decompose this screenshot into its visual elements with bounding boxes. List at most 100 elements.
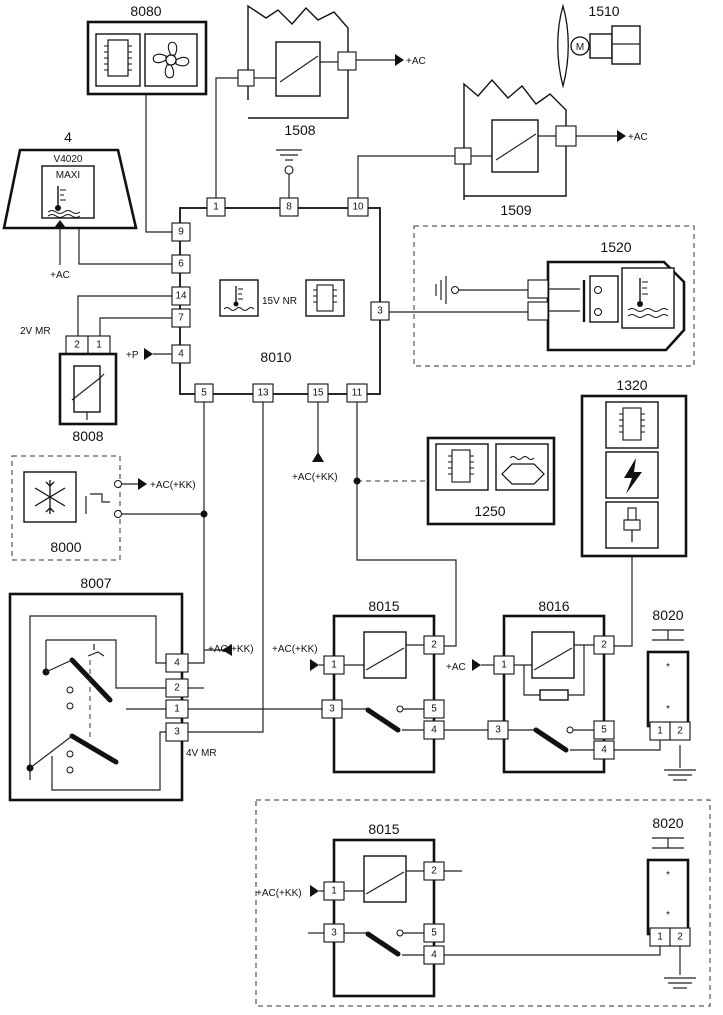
svg-text:2: 2: [74, 340, 80, 351]
ic-chip-icon: [104, 39, 132, 77]
svg-text:9: 9: [178, 227, 184, 238]
label-8015-lower: 8015: [368, 821, 399, 837]
svg-text:10: 10: [352, 202, 364, 213]
svg-text:2: 2: [677, 932, 683, 943]
label-1509-ac: +AC: [628, 132, 648, 143]
label-4: 4: [64, 129, 72, 145]
svg-text:6: 6: [178, 259, 184, 270]
svg-text:5: 5: [201, 388, 207, 399]
svg-text:3: 3: [174, 727, 180, 738]
svg-text:1: 1: [331, 886, 337, 897]
component-1250: 1250: [426, 436, 556, 526]
heater-icon: [501, 456, 545, 485]
label-8020: 8020: [652, 607, 683, 623]
spark-plug-icon: [623, 507, 641, 542]
svg-text:3: 3: [329, 704, 335, 715]
label-8016: 8016: [538, 598, 569, 614]
svg-text:2: 2: [601, 640, 607, 651]
svg-text:1: 1: [501, 660, 507, 671]
label-maxi: MAXI: [56, 170, 80, 181]
svg-text:4: 4: [178, 349, 184, 360]
component-8010: 15V NR 8010 1 8 10 9 6 14 7 4 3 5 13 15 …: [126, 197, 390, 485]
label-8000: 8000: [50, 539, 81, 555]
label-1509: 1509: [500, 202, 531, 218]
label-1508: 1508: [284, 122, 315, 138]
svg-text:2: 2: [174, 683, 180, 694]
component-1320: 1320: [580, 377, 688, 558]
wires: [59, 59, 681, 975]
svg-text:2: 2: [431, 866, 437, 877]
svg-text:3: 3: [377, 306, 383, 317]
component-1520: 1520: [413, 225, 695, 367]
ic-chip-icon: [448, 449, 474, 483]
svg-text:8: 8: [286, 202, 292, 213]
svg-text:5: 5: [431, 704, 437, 715]
svg-text:4: 4: [174, 658, 180, 669]
label-1320: 1320: [616, 377, 647, 393]
label-8008: 8008: [72, 428, 103, 444]
label-8080: 8080: [130, 3, 161, 19]
svg-text:3: 3: [495, 725, 501, 736]
svg-text:14: 14: [175, 291, 187, 302]
svg-text:*: *: [666, 870, 670, 881]
svg-text:2: 2: [431, 640, 437, 651]
svg-text:15: 15: [312, 388, 324, 399]
svg-text:1: 1: [331, 660, 337, 671]
motor-icon: M: [557, 3, 641, 89]
label-1250: 1250: [474, 503, 505, 519]
label-ecu-mode: 15V NR: [262, 296, 297, 307]
label-ecu15-ackk: +AC(+KK): [292, 472, 338, 483]
component-8007: 8007 4 2 1 3 4V MR +AC(+KK): [8, 575, 254, 802]
label-8015: 8015: [368, 598, 399, 614]
label-1510: 1510: [588, 3, 619, 19]
label-8015-ackk: +AC(+KK): [272, 644, 318, 655]
svg-text:*: *: [666, 662, 670, 673]
svg-text:1: 1: [174, 704, 180, 715]
svg-text:4: 4: [431, 725, 437, 736]
label-8010: 8010: [260, 349, 291, 365]
component-4: 4 V4020 MAXI +AC: [2, 129, 138, 281]
svg-text:3: 3: [331, 928, 337, 939]
temperature-sensor-icon: [47, 186, 81, 218]
component-1508: 1508 +AC: [237, 4, 426, 138]
label-8007: 8007: [80, 575, 111, 591]
svg-text:4: 4: [601, 745, 607, 756]
svg-text:5: 5: [601, 725, 607, 736]
svg-text:M: M: [576, 42, 584, 53]
ground-icon: [276, 149, 302, 175]
ground-icon: [664, 977, 696, 989]
component-8015: 8015 1 2 3 5 4 +AC(+KK): [272, 598, 445, 774]
snowflake-icon: [34, 480, 66, 514]
component-8080: 8080: [86, 3, 208, 96]
svg-text:11: 11: [352, 388, 363, 399]
svg-text:*: *: [666, 704, 670, 715]
temperature-sensor-icon: [223, 286, 255, 311]
svg-text:1: 1: [213, 202, 219, 213]
svg-text:4: 4: [431, 950, 437, 961]
ground-icon: [664, 769, 696, 781]
label-8016-ac: +AC: [446, 662, 466, 673]
component-1510: 1510 M: [557, 3, 641, 89]
ic-chip-icon: [619, 407, 645, 441]
svg-text:*: *: [666, 910, 670, 921]
lightning-icon: [624, 458, 642, 494]
label-8000-ackk: +AC(+KK): [150, 480, 196, 491]
component-8000: +AC(+KK) 8000: [11, 455, 208, 561]
label-4v-mr: 4V MR: [186, 748, 217, 759]
label-4-ac: +AC: [50, 270, 70, 281]
component-8016: 8016 1 2 3 5 4 +AC: [446, 598, 615, 774]
label-2v-mr: 2V MR: [20, 326, 51, 337]
ground-icon: [435, 276, 459, 304]
svg-text:1: 1: [96, 340, 102, 351]
svg-text:13: 13: [257, 388, 269, 399]
component-8008: 2V MR 2 1 8008: [20, 326, 118, 444]
label-v4020: V4020: [54, 154, 83, 165]
svg-text:5: 5: [431, 928, 437, 939]
component-8020: 8020 * * 1 2: [646, 607, 696, 781]
label-p: +P: [126, 350, 139, 361]
label-8007-ackk: +AC(+KK): [208, 644, 254, 655]
temperature-sensor-icon: [627, 278, 669, 318]
label-8020-lower: 8020: [652, 815, 683, 831]
ic-chip-icon: [313, 284, 337, 312]
